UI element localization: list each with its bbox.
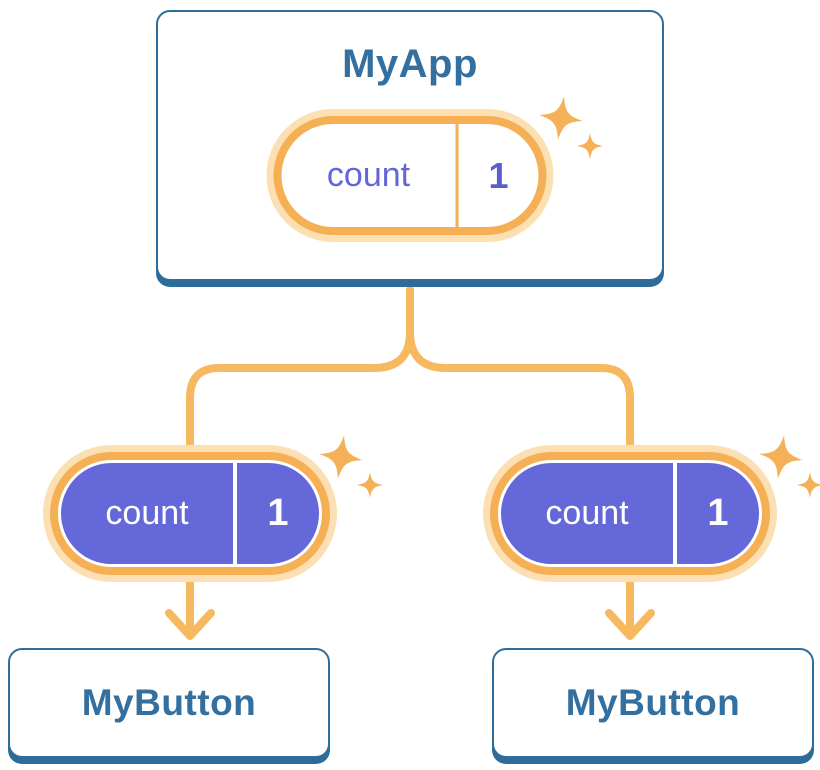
state-pill-ring: count 1 <box>490 452 770 575</box>
state-pill-ring: count 1 <box>50 452 330 575</box>
component-card-mybutton-left: MyButton <box>8 648 330 758</box>
state-pill-root: count 1 <box>266 109 554 242</box>
component-card-myapp: MyApp count 1 <box>156 10 664 281</box>
sparkle-icon <box>759 435 820 498</box>
state-pill-right-child: count 1 <box>483 445 777 582</box>
state-label: count <box>545 494 629 532</box>
state-pill-ring: count 1 <box>273 116 547 235</box>
state-label: count <box>105 494 189 532</box>
state-value: 1 <box>488 154 509 196</box>
pill-divider <box>673 463 677 564</box>
sparkle-icon <box>539 96 603 159</box>
branch-left-line <box>186 286 414 456</box>
arrow-down-icon <box>165 574 215 640</box>
arrow-down-icon <box>605 574 655 640</box>
state-label: count <box>326 156 411 194</box>
state-value: 1 <box>707 492 729 534</box>
pill-divider <box>233 463 237 564</box>
state-pill-left-child: count 1 <box>43 445 337 582</box>
component-title: MyApp <box>342 42 478 86</box>
pill-divider <box>455 124 459 227</box>
branch-right-line <box>406 286 634 456</box>
component-title: MyButton <box>565 682 741 723</box>
state-value: 1 <box>267 492 289 534</box>
component-title: MyButton <box>81 682 257 723</box>
sparkle-icon <box>319 435 383 498</box>
component-card-mybutton-right: MyButton <box>492 648 814 758</box>
